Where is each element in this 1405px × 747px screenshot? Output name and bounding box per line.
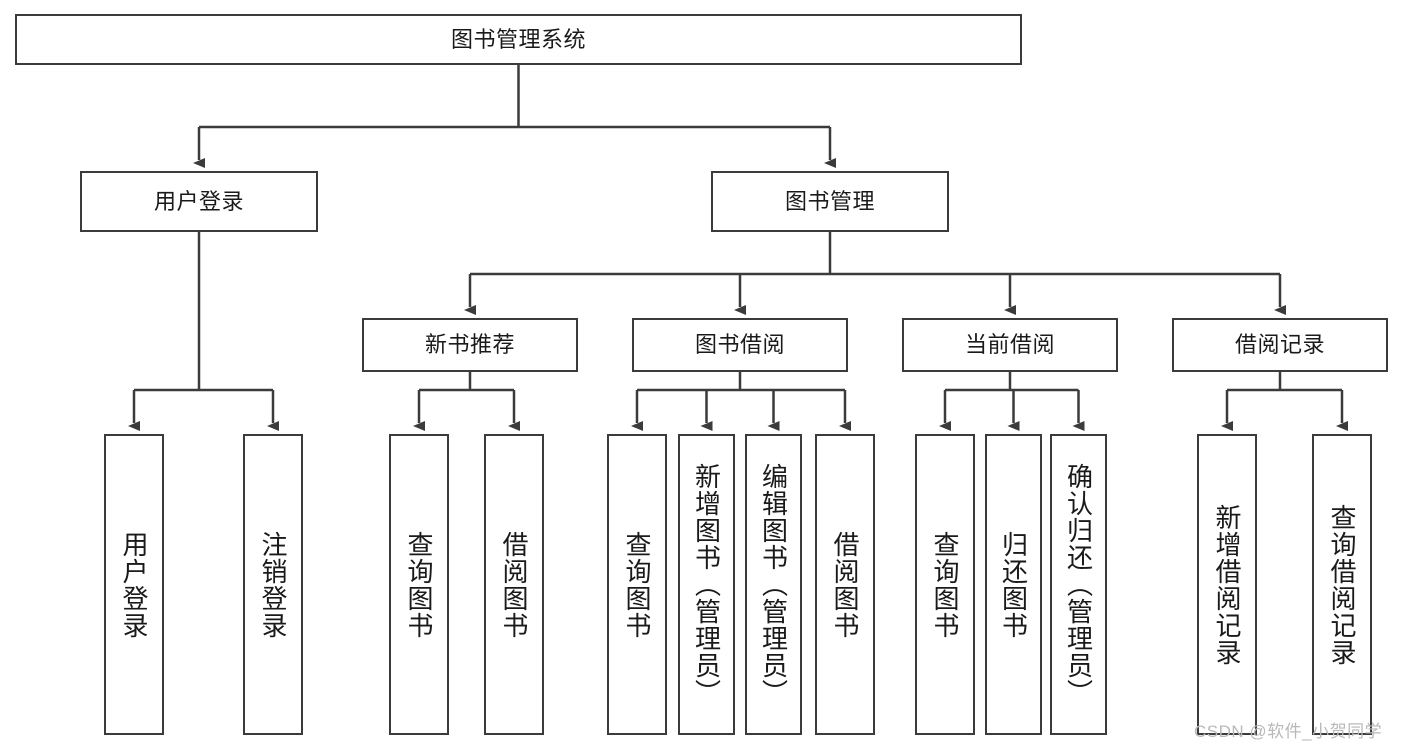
node-records[interactable]: 借阅记录 [1172, 318, 1388, 372]
node-leaf-new-2[interactable]: 借阅图书 [484, 434, 544, 735]
node-label: 查询借阅记录 [1327, 503, 1358, 666]
node-label: 确认归还（管理员） [1063, 463, 1094, 706]
node-label: 编辑图书（管理员） [758, 463, 789, 706]
node-root[interactable]: 图书管理系统 [15, 14, 1022, 65]
node-label: 新书推荐 [424, 332, 515, 358]
node-leaf-cur-2[interactable]: 归还图书 [985, 434, 1042, 735]
node-label: 查询图书 [930, 530, 961, 639]
node-label: 借阅图书 [830, 530, 861, 639]
node-leaf-login-2[interactable]: 注销登录 [243, 434, 303, 735]
node-label: 图书管理系统 [450, 26, 586, 52]
node-leaf-cur-1[interactable]: 查询图书 [915, 434, 975, 735]
node-label: 注销登录 [258, 530, 289, 639]
node-login[interactable]: 用户登录 [80, 171, 318, 232]
node-bookmgmt[interactable]: 图书管理 [711, 171, 949, 232]
node-leaf-bor-1[interactable]: 查询图书 [607, 434, 667, 735]
node-leaf-rec-1[interactable]: 新增借阅记录 [1197, 434, 1257, 735]
node-label: 新增图书（管理员） [691, 463, 722, 706]
node-label: 借阅图书 [499, 530, 530, 639]
node-current[interactable]: 当前借阅 [902, 318, 1118, 372]
node-leaf-new-1[interactable]: 查询图书 [389, 434, 449, 735]
node-label: 当前借阅 [964, 332, 1055, 358]
node-label: 用户登录 [153, 188, 244, 214]
node-label: 借阅记录 [1234, 332, 1325, 358]
node-leaf-login-1[interactable]: 用户登录 [104, 434, 164, 735]
node-label: 新增借阅记录 [1212, 503, 1243, 666]
node-leaf-bor-4[interactable]: 借阅图书 [815, 434, 875, 735]
node-newbook[interactable]: 新书推荐 [362, 318, 578, 372]
node-label: 查询图书 [404, 530, 435, 639]
node-leaf-bor-2[interactable]: 新增图书（管理员） [678, 434, 735, 735]
edge-layer [128, 65, 1348, 431]
node-leaf-rec-2[interactable]: 查询借阅记录 [1312, 434, 1372, 735]
node-label: 图书管理 [784, 188, 875, 214]
node-label: 查询图书 [622, 530, 653, 639]
node-leaf-cur-3[interactable]: 确认归还（管理员） [1050, 434, 1107, 735]
node-label: 用户登录 [119, 530, 150, 639]
node-borrow[interactable]: 图书借阅 [632, 318, 848, 372]
node-leaf-bor-3[interactable]: 编辑图书（管理员） [745, 434, 802, 735]
node-label: 图书借阅 [694, 332, 785, 358]
node-label: 归还图书 [998, 530, 1029, 639]
